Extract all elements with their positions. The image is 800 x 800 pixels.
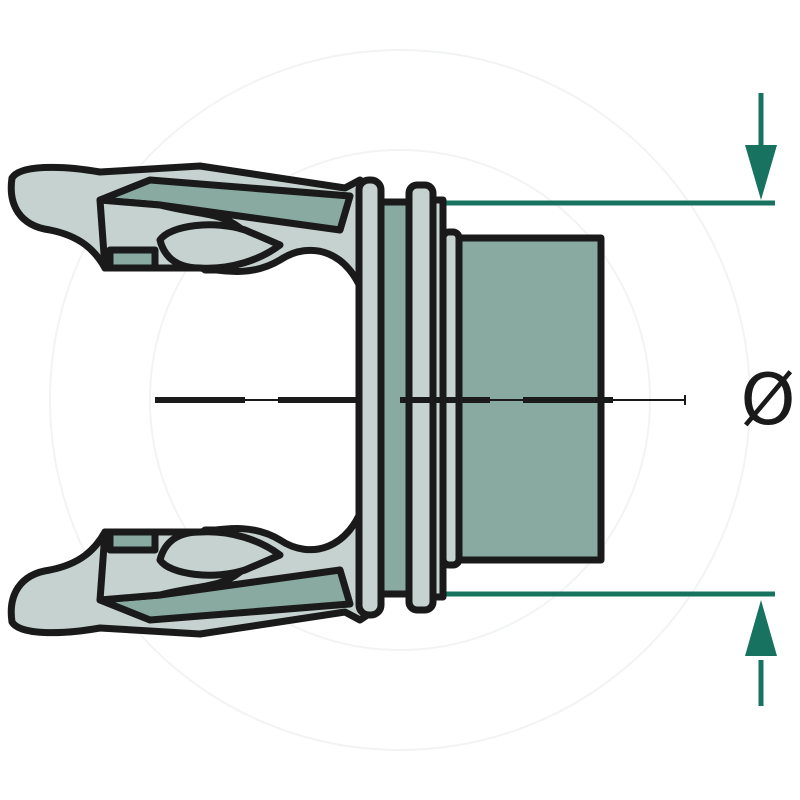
dimension-lines (440, 93, 777, 706)
center-line (155, 395, 686, 405)
lower-fork-arm (7, 496, 376, 638)
diameter-symbol: Ø (740, 359, 796, 441)
upper-fork-arm (7, 162, 376, 304)
groove-1 (377, 198, 413, 598)
